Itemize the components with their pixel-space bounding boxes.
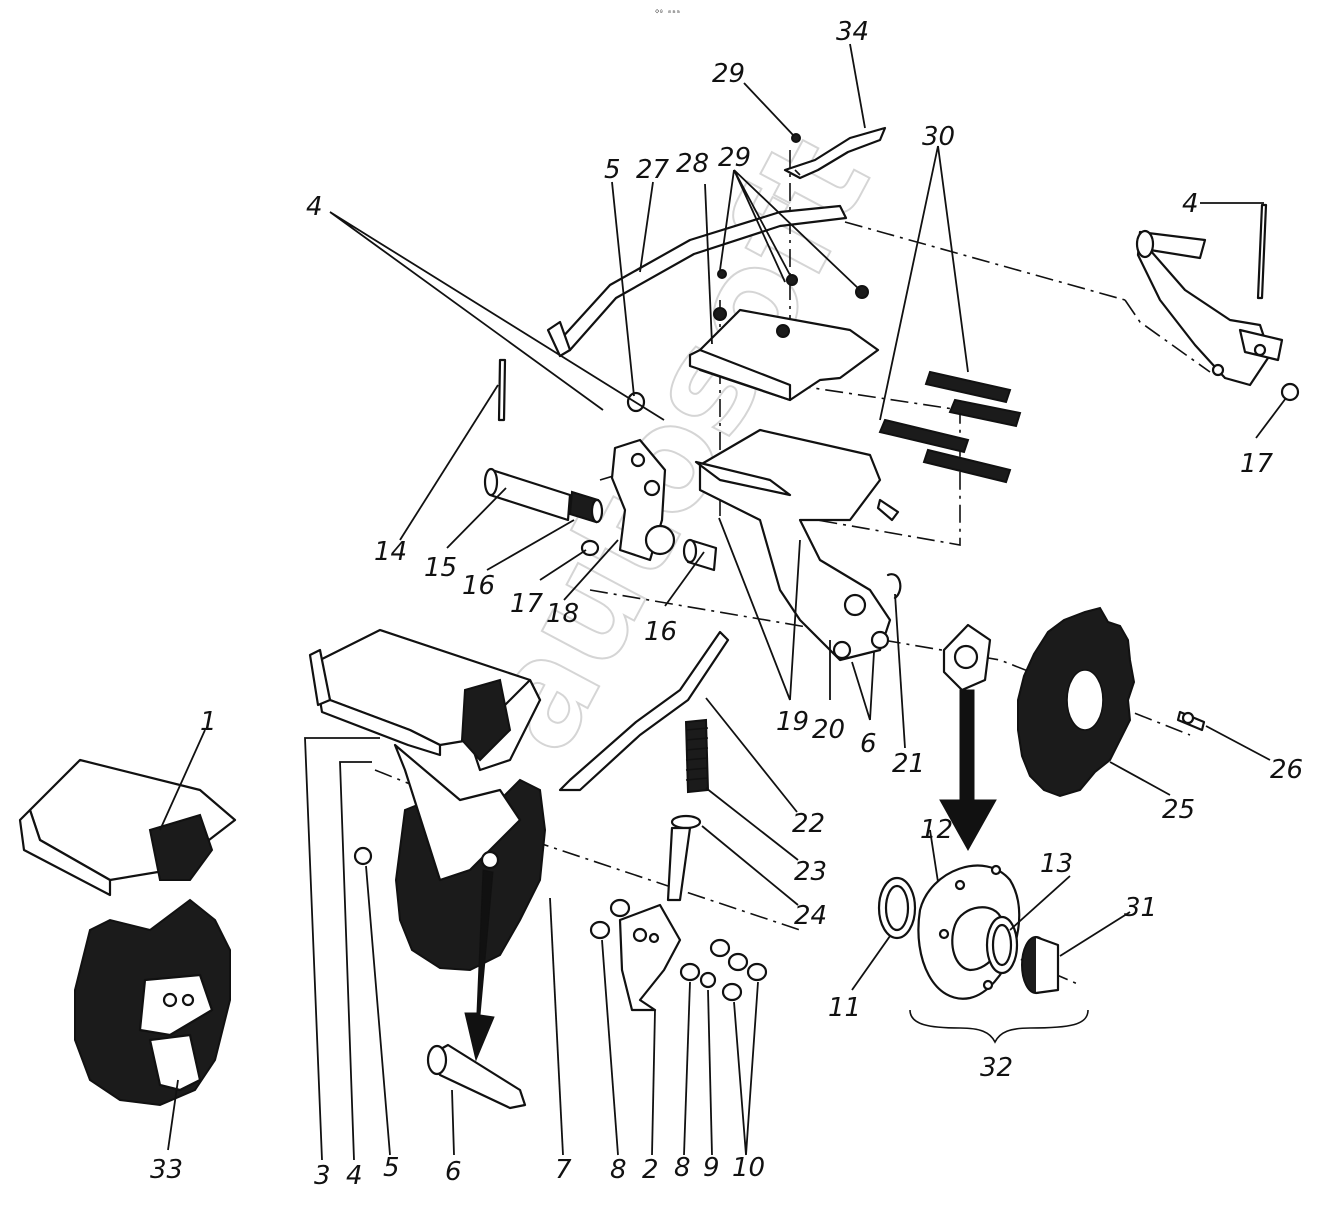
part-18-lever <box>610 438 676 562</box>
detail-arrow-right <box>939 689 997 852</box>
part-12-hub-small <box>942 623 992 692</box>
part-14-pin <box>497 358 507 422</box>
callout-4-left: 4 <box>306 192 323 222</box>
part-23-spring <box>684 718 710 794</box>
callout-34: 34 <box>836 17 869 47</box>
callout-20: 20 <box>812 715 845 745</box>
leader-lines <box>159 43 1287 1161</box>
callout-8-left: 8 <box>610 1155 627 1185</box>
callout-16-a: 16 <box>462 571 495 601</box>
part-22-rod <box>558 630 730 792</box>
callout-33: 33 <box>150 1155 183 1185</box>
callout-9: 9 <box>703 1153 720 1183</box>
header-mark: ◇₀ ₘₘₘ <box>655 7 680 15</box>
callout-3: 3 <box>314 1161 331 1191</box>
part-28-bracket <box>688 269 880 402</box>
part-11-seal <box>877 876 917 940</box>
callout-19: 19 <box>776 707 809 737</box>
callout-30: 30 <box>922 122 955 152</box>
callout-4-right: 4 <box>1182 189 1199 219</box>
part-30-pins <box>878 370 1022 484</box>
part-26-bolt <box>1176 710 1206 732</box>
callout-11: 11 <box>828 993 861 1023</box>
callout-2: 2 <box>642 1155 659 1185</box>
callout-32: 32 <box>980 1053 1013 1083</box>
callout-26: 26 <box>1270 755 1303 785</box>
callout-15: 15 <box>424 553 457 583</box>
callout-13: 13 <box>1040 849 1073 879</box>
callout-labels: 34 29 5 27 28 29 30 4 4 17 14 15 16 17 1… <box>150 17 1303 1191</box>
callout-17-left: 17 <box>510 589 544 619</box>
callout-29-group: 29 <box>718 143 751 173</box>
part-17-washer-right <box>1280 382 1300 402</box>
part-2-bracket <box>618 826 692 1012</box>
part-6-bolt <box>426 1043 527 1110</box>
callout-6-bottom: 6 <box>445 1157 462 1187</box>
part-25-sprocket <box>1017 606 1136 798</box>
part-1-assembly <box>18 758 237 1107</box>
callout-24: 24 <box>794 901 827 931</box>
bracket-32 <box>909 1009 1089 1044</box>
callout-7: 7 <box>555 1155 572 1185</box>
callout-8-right: 8 <box>674 1153 691 1183</box>
part-right-bracket <box>1135 229 1284 387</box>
part-4-pin-right <box>1256 203 1268 300</box>
parts-8-9-10-nuts <box>589 898 768 1002</box>
detail-arrow-left <box>464 869 495 1062</box>
callout-5-top: 5 <box>604 155 621 185</box>
callout-27: 27 <box>636 155 670 185</box>
callout-12: 12 <box>920 815 953 845</box>
callout-6-frame: 6 <box>860 729 877 759</box>
callout-4-bottom: 4 <box>346 1161 363 1191</box>
callout-22: 22 <box>792 809 825 839</box>
callout-21: 21 <box>892 749 925 779</box>
callout-1: 1 <box>200 707 217 737</box>
part-27-rod <box>546 204 848 358</box>
callout-28: 28 <box>676 149 709 179</box>
part-24-washer <box>670 814 702 830</box>
callout-16-b: 16 <box>644 617 677 647</box>
callout-29-top: 29 <box>712 59 745 89</box>
part-34-plate <box>783 126 887 180</box>
callout-23: 23 <box>794 857 827 887</box>
part-31-bearing <box>1021 935 1060 995</box>
part-5-washer-lower <box>353 846 373 866</box>
part-17-washer-a <box>580 539 600 557</box>
part-3-frame <box>308 628 547 972</box>
callout-31: 31 <box>1124 893 1157 923</box>
part-13-ring <box>985 915 1019 975</box>
callout-5-bottom: 5 <box>383 1153 400 1183</box>
callout-18: 18 <box>546 599 579 629</box>
callout-25: 25 <box>1162 795 1195 825</box>
part-15-sleeve <box>483 467 572 522</box>
callout-10: 10 <box>732 1153 765 1183</box>
part-20-side-frame <box>694 428 902 662</box>
callout-14: 14 <box>374 537 407 567</box>
part-16-bushing-a <box>568 490 604 524</box>
callout-17-right: 17 <box>1240 449 1274 479</box>
